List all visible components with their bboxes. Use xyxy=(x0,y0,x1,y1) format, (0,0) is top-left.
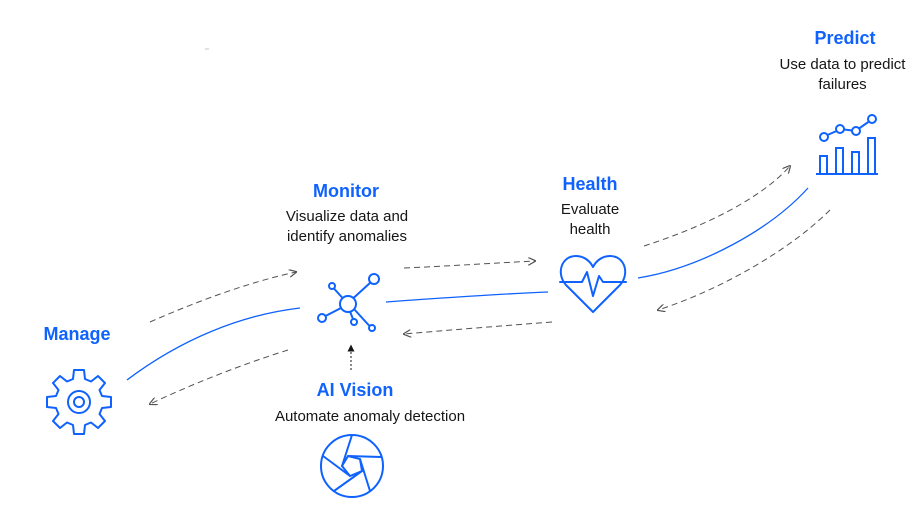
health-description: Evaluate health xyxy=(540,200,640,240)
solid-link-manage-monitor xyxy=(126,307,301,381)
network-icon xyxy=(317,273,380,332)
solid-link-monitor-health xyxy=(385,291,549,303)
predict-desc-line-1: Use data to predict xyxy=(779,56,906,73)
monitor-desc-line-2: identify anomalies xyxy=(286,228,408,245)
gear-icon xyxy=(46,369,112,435)
health-desc-line-1: Evaluate xyxy=(560,201,620,218)
dashed-arrow-predict-to-health xyxy=(658,209,831,310)
predict-description: Use data to predict failures xyxy=(745,55,915,95)
health-desc-line-2: health xyxy=(569,221,611,238)
ai-vision-description: Automate anomaly detection xyxy=(274,408,466,425)
health-title: Health xyxy=(562,174,618,194)
ai-vision-title: AI Vision xyxy=(316,380,394,400)
camera-aperture-icon xyxy=(320,434,384,498)
predict-title: Predict xyxy=(814,28,876,48)
monitor-desc-line-1: Visualize data and xyxy=(285,208,409,225)
solid-link-health-predict xyxy=(637,187,809,279)
predict-desc-line-2: failures xyxy=(818,76,867,93)
dashed-arrow-health-to-predict xyxy=(643,166,790,247)
monitor-description: Visualize data and identify anomalies xyxy=(262,207,432,247)
chart-trend-icon xyxy=(816,114,878,175)
dashed-arrow-health-to-monitor xyxy=(404,321,553,334)
heart-pulse-icon xyxy=(559,255,627,313)
dashed-arrow-monitor-to-health xyxy=(403,261,535,269)
monitor-title: Monitor xyxy=(313,181,379,201)
manage-title: Manage xyxy=(43,324,111,344)
dashed-arrow-manage-to-monitor xyxy=(149,272,296,323)
dashed-arrow-monitor-to-manage xyxy=(150,349,289,404)
